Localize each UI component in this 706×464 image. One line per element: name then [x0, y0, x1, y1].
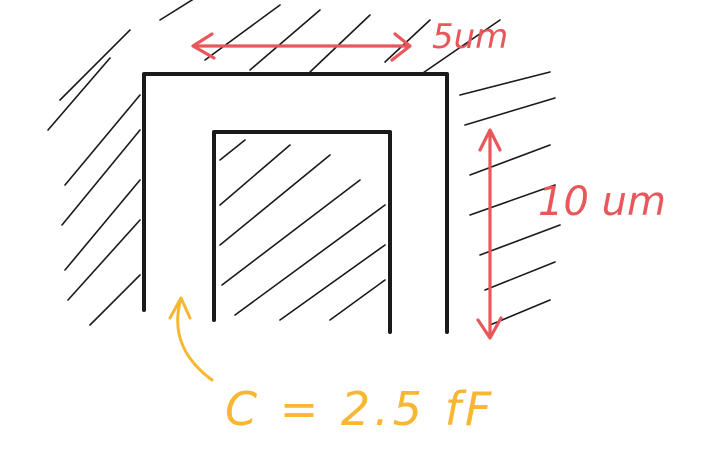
height-dimension-arrow — [476, 128, 503, 340]
hatching-outer-left — [47, 29, 141, 326]
height-label: 10 um — [538, 179, 666, 225]
width-label: 5um — [432, 17, 508, 57]
width-dimension-arrow — [191, 32, 412, 62]
outer-electrode — [142, 72, 449, 334]
capacitance-label: C = 2.5 fF — [225, 382, 495, 436]
electrode-outline — [142, 72, 449, 334]
inner-electrode — [212, 130, 392, 334]
capacitance-pointer-arrow — [168, 296, 214, 382]
hatching-inner — [219, 139, 386, 321]
hatching-outer-top — [159, 0, 501, 76]
